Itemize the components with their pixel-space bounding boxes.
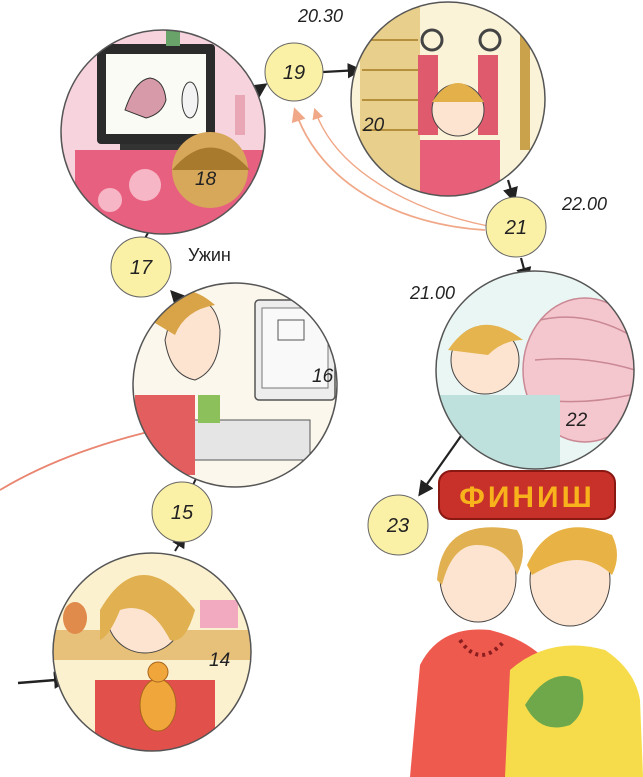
finish-children bbox=[410, 527, 643, 777]
picture-22-sleeping: 22 bbox=[435, 270, 635, 470]
badge-19[interactable]: 19 bbox=[264, 42, 324, 102]
picture-20-gym: 20 bbox=[350, 1, 546, 197]
finish-label: ФИНИШ bbox=[459, 481, 595, 514]
picture-number-20: 20 bbox=[362, 115, 385, 136]
badge-15-number: 15 bbox=[171, 502, 194, 524]
badge-15[interactable]: 15 bbox=[151, 481, 213, 543]
badge-17-number: 17 bbox=[130, 257, 153, 279]
return-arrow-21-to-19-inner bbox=[312, 107, 489, 227]
return-arrow-21-to-19-outer bbox=[291, 107, 486, 231]
picture-number-22: 22 bbox=[565, 410, 588, 431]
picture-16-computer: 16 bbox=[132, 282, 338, 488]
badge-21-number: 21 bbox=[504, 217, 527, 239]
picture-number-14: 14 bbox=[209, 650, 230, 671]
ladder-line-left bbox=[0, 427, 166, 491]
badge-19-number: 19 bbox=[283, 62, 305, 84]
picture-number-16: 16 bbox=[312, 366, 334, 387]
badge-23-number: 23 bbox=[386, 515, 409, 537]
time-label-2200: 22.00 bbox=[561, 194, 607, 214]
finish-sign: ФИНИШ bbox=[438, 470, 616, 520]
badge-21[interactable]: 21 bbox=[485, 196, 547, 258]
arrow-19-to-20 bbox=[322, 62, 364, 79]
dinner-label: Ужин bbox=[188, 245, 231, 265]
badge-23[interactable]: 23 bbox=[367, 494, 429, 556]
picture-number-18: 18 bbox=[195, 169, 217, 190]
time-label-2030: 20.30 bbox=[297, 6, 343, 26]
picture-18-tv: 18 bbox=[60, 29, 266, 235]
badge-17[interactable]: 17 bbox=[110, 236, 172, 298]
picture-14-girl: 14 bbox=[52, 552, 252, 752]
time-label-2100: 21.00 bbox=[409, 283, 455, 303]
arrow-22-to-23 bbox=[418, 435, 462, 497]
